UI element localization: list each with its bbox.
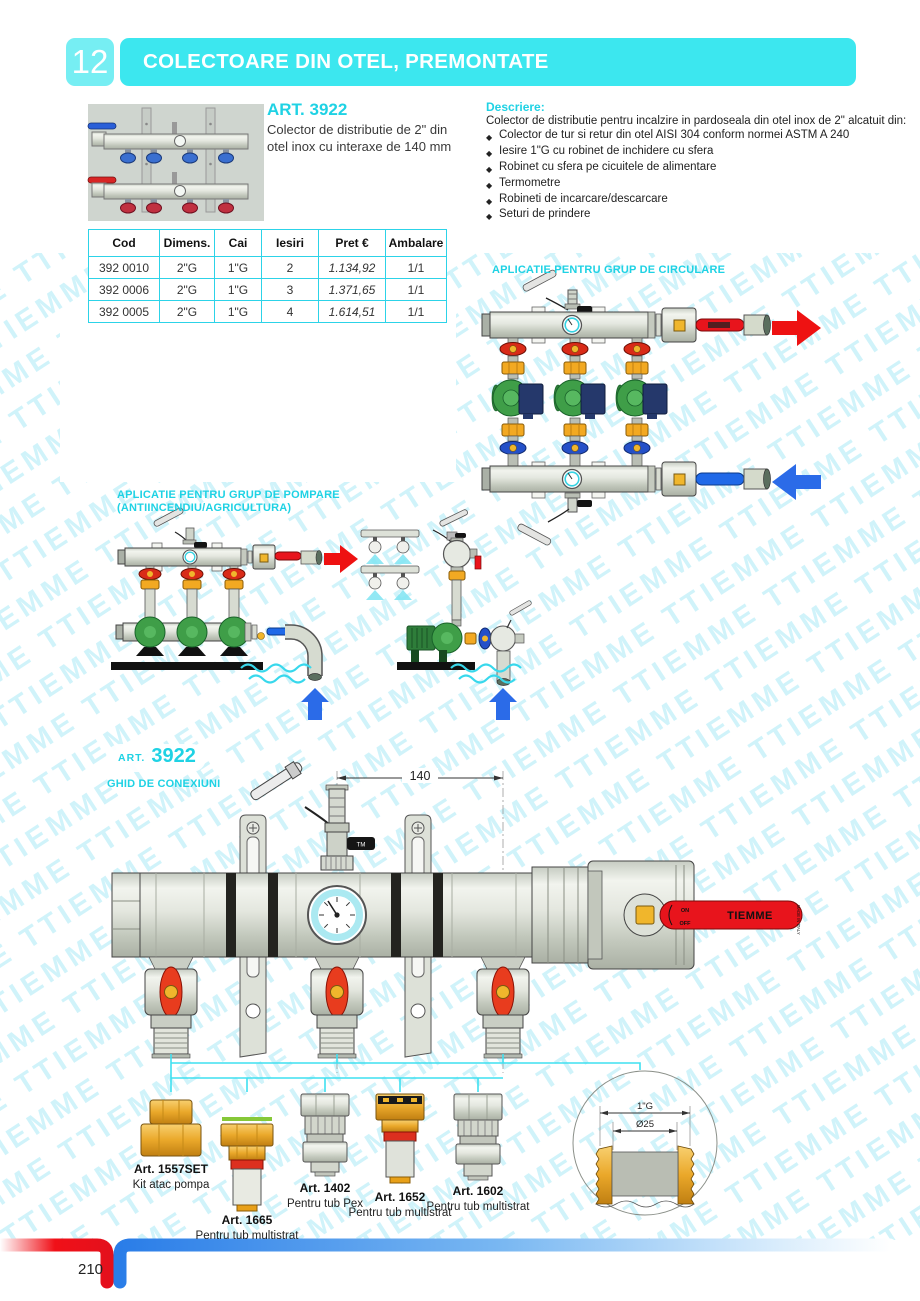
description-block: Descriere: Colector de distributie pentr… bbox=[486, 100, 912, 224]
article-title: ART. 3922 bbox=[267, 100, 348, 119]
detail-dim-outer: 1"G bbox=[637, 1101, 653, 1112]
manifold-body bbox=[139, 872, 533, 958]
pump-bodies bbox=[134, 616, 250, 656]
outlet-valve-2 bbox=[310, 956, 364, 1059]
circulation-section-label: APLICATIE PENTRU GRUP DE CIRCULARE bbox=[492, 264, 726, 276]
return-valve-handle bbox=[695, 472, 745, 486]
fill-drain-valve: TM bbox=[320, 784, 375, 871]
bullet-icon: ◆ bbox=[486, 212, 493, 222]
main-technical-drawing: 140 TM bbox=[111, 761, 803, 1073]
fitting-art-label: Art. 1402 bbox=[299, 1181, 351, 1195]
bullet-icon: ◆ bbox=[486, 180, 493, 190]
flow-arrow-right bbox=[772, 310, 821, 346]
suction-arrow-up bbox=[301, 688, 329, 720]
dimension-140: 140 bbox=[410, 769, 431, 783]
detail-circle: 1"G Ø25 bbox=[572, 1070, 718, 1216]
main-ball-valve: ON OFF TIEMME MADE IN ITALY bbox=[587, 860, 803, 970]
sprinklers bbox=[360, 529, 420, 600]
pumping-group-illustration bbox=[111, 507, 532, 720]
product-photo-frame bbox=[88, 104, 264, 221]
valve-red-handle bbox=[659, 900, 803, 930]
fitting-art-label: Art. 1602 bbox=[452, 1184, 504, 1198]
valve-made-in-label: MADE IN ITALY bbox=[796, 905, 801, 935]
pumping-section-label: APLICATIE PENTRU GRUP DE POMPARE (ANTIIN… bbox=[117, 489, 340, 514]
list-item: ◆ Termometre bbox=[486, 177, 912, 193]
badge-art-prefix: ART. bbox=[118, 752, 146, 764]
fitting-desc-label: Pentru tub multistrat bbox=[426, 1201, 530, 1213]
return-manifold bbox=[489, 465, 649, 493]
list-item: ◆ Robineti de incarcare/descarcare bbox=[486, 193, 912, 209]
fitting-desc-label: Kit atac pompa bbox=[132, 1179, 210, 1191]
chapter-number-box: 12 bbox=[66, 38, 114, 86]
supply-manifold bbox=[489, 311, 649, 339]
pump-manifold bbox=[124, 547, 242, 567]
thermometer bbox=[307, 885, 367, 945]
page-title-bar: COLECTOARE DIN OTEL, PREMONTATE bbox=[120, 38, 856, 86]
connector-lines bbox=[170, 1054, 641, 1092]
list-item: ◆ Robinet cu sfera pe cicuitele de alime… bbox=[486, 161, 912, 177]
fitting-desc-label: Pentru tub Pex bbox=[286, 1198, 364, 1210]
detail-dim-inner: Ø25 bbox=[636, 1119, 654, 1130]
page-number: 210 bbox=[78, 1261, 104, 1278]
pump-feed-valves bbox=[138, 565, 246, 624]
description-title: Descriere: bbox=[486, 100, 545, 114]
fitting-1402 bbox=[300, 1093, 350, 1177]
footer-pipes bbox=[0, 1238, 897, 1289]
water-waves bbox=[240, 663, 312, 673]
fitting-1557set bbox=[140, 1099, 202, 1157]
price-table: Cod Dimens. Cai Iesiri Pret € Ambalare 3… bbox=[88, 229, 447, 323]
fitting-desc-label: Pentru tub multistrat bbox=[195, 1230, 299, 1242]
list-item: ◆ Colector de tur si retur din otel AISI… bbox=[486, 129, 912, 145]
bullet-icon: ◆ bbox=[486, 196, 493, 206]
description-intro: Colector de distributie pentru incalzire… bbox=[486, 115, 907, 127]
fitting-art-label: Art. 1665 bbox=[221, 1213, 273, 1227]
valve-on-label: ON bbox=[681, 908, 689, 914]
badge-art-number: 3922 bbox=[151, 745, 196, 767]
table-header-row: Cod Dimens. Cai Iesiri Pret € Ambalare bbox=[88, 229, 447, 257]
outlet-valve-1 bbox=[144, 956, 198, 1059]
fitting-art-label: Art. 1557SET bbox=[133, 1162, 209, 1176]
supply-valve-handle bbox=[695, 318, 745, 332]
page-title: COLECTOARE DIN OTEL, PREMONTATE bbox=[143, 50, 549, 73]
fitting-1602 bbox=[453, 1093, 503, 1181]
product-description: Colector de distributie de 2" din otel i… bbox=[267, 122, 452, 154]
article-badge: ART. 3922 bbox=[106, 744, 206, 772]
circulation-group-illustration bbox=[481, 269, 821, 546]
fitting-art-label: Art. 1652 bbox=[374, 1190, 426, 1204]
connections-guide-label: GHID DE CONEXIUNI bbox=[107, 778, 221, 790]
vent-handle-label: TM bbox=[357, 843, 366, 849]
clean-area bbox=[60, 314, 456, 482]
outlet-valve-3 bbox=[476, 956, 530, 1059]
single-pump-assembly bbox=[397, 509, 532, 720]
list-item: ◆ Iesire 1"G cu robinet de inchidere cu … bbox=[486, 145, 912, 161]
valve-brand-label: TIEMME bbox=[727, 910, 773, 922]
valve-off-label: OFF bbox=[680, 921, 692, 927]
fitting-1652 bbox=[375, 1093, 425, 1184]
bullet-icon: ◆ bbox=[486, 148, 493, 158]
fitting-desc-label: Pentru tub multistrat bbox=[348, 1207, 452, 1219]
bullet-icon: ◆ bbox=[486, 164, 493, 174]
flow-arrow-left bbox=[772, 464, 821, 500]
list-item: ◆ Seturi de prindere bbox=[486, 208, 912, 224]
pump-flow-arrow-right bbox=[324, 545, 358, 573]
bullet-icon: ◆ bbox=[486, 132, 493, 142]
vent-cap-lever bbox=[250, 761, 303, 801]
